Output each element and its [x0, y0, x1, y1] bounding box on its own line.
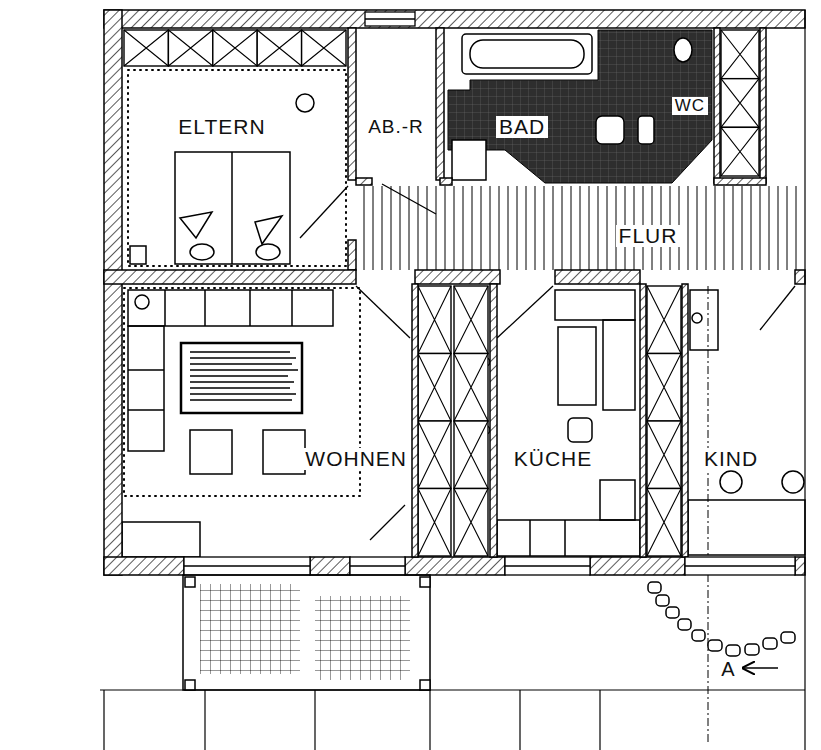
wardrobe [721, 30, 759, 176]
room-area: KIND [688, 284, 805, 557]
living-furniture [122, 290, 333, 557]
wardrobe [418, 286, 451, 556]
entry-arrow [743, 667, 778, 669]
stepping-stone [648, 582, 795, 656]
room-area: AB.-R [356, 28, 436, 178]
room-area: BAD [444, 28, 630, 178]
room-name: AB.-R [365, 117, 427, 137]
room-area: ELTERN [122, 28, 348, 270]
site-line [100, 10, 805, 750]
room-name: FLUR [616, 225, 681, 247]
child-furniture [688, 290, 805, 555]
room-area: FLUR [356, 185, 805, 270]
room-name: KIND [701, 448, 761, 470]
room-area: KÜCHE [497, 284, 640, 557]
bedroom-furniture [130, 94, 314, 264]
section-mark: A [719, 659, 736, 680]
door-leaf [300, 184, 795, 540]
wall [104, 10, 805, 575]
room-name: KÜCHE [511, 448, 596, 470]
wardrobe [124, 30, 346, 66]
room-area: WC [636, 28, 714, 178]
balcony [183, 575, 430, 690]
hall-floor [358, 186, 803, 270]
room-name: BAD [496, 116, 548, 138]
room-area: WOHNEN [122, 284, 412, 557]
axis-line [708, 286, 709, 745]
room-name: WOHNEN [302, 448, 410, 470]
room-name: WC [672, 97, 708, 115]
room-name: ELTERN [175, 116, 268, 138]
wardrobe [647, 286, 681, 556]
wardrobe [454, 286, 488, 556]
bath-tiles [448, 30, 712, 183]
bath-fixtures [452, 34, 692, 180]
window [184, 12, 795, 575]
